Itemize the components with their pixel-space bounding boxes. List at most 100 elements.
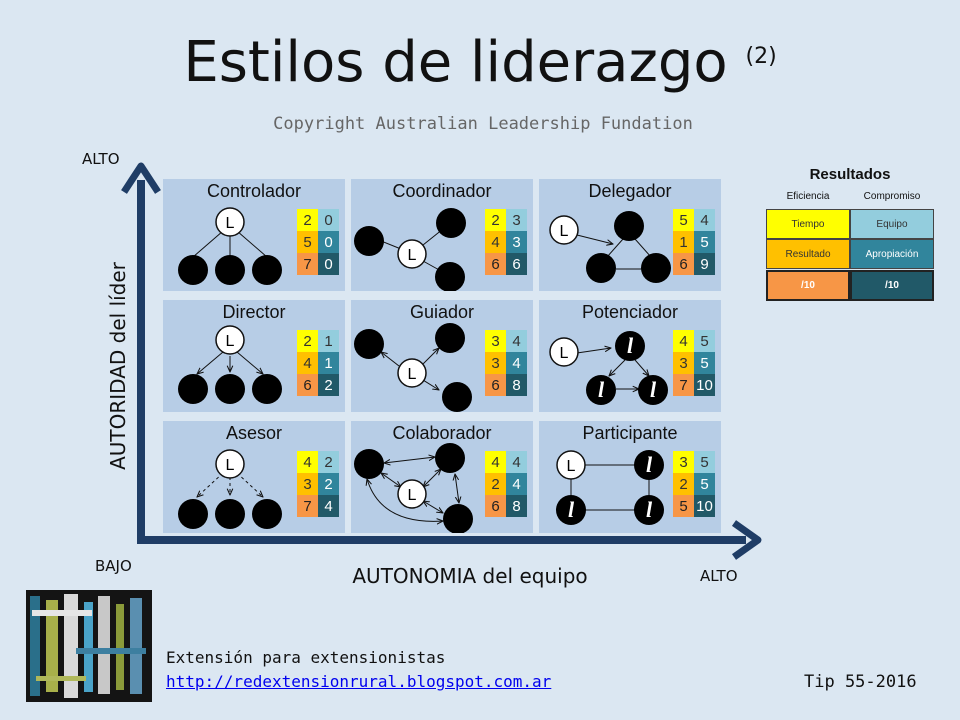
member-node bbox=[354, 329, 384, 359]
member-node bbox=[634, 495, 664, 525]
y-axis-low-label: BAJO bbox=[95, 557, 132, 575]
member-node bbox=[556, 495, 586, 525]
results-tiempo: Tiempo bbox=[766, 209, 850, 239]
copyright-text: Copyright Australian Leadership Fundatio… bbox=[273, 114, 693, 134]
diagram: L bbox=[178, 449, 282, 529]
x-axis-arrowhead bbox=[731, 520, 762, 560]
member-node bbox=[252, 374, 282, 404]
svg-text:l: l bbox=[598, 377, 605, 402]
y-axis-title: AUTORIDAD del líder bbox=[106, 262, 130, 470]
member-node bbox=[178, 499, 208, 529]
svg-text:L: L bbox=[226, 333, 235, 350]
leader-node bbox=[215, 207, 245, 237]
results-resultado: Resultado bbox=[766, 239, 850, 269]
diagram: L bbox=[178, 207, 282, 285]
member-node bbox=[435, 323, 465, 353]
svg-text:l: l bbox=[650, 377, 657, 402]
x-axis-title: AUTONOMIA del equipo bbox=[352, 564, 588, 588]
results-equipo: Equipo bbox=[850, 209, 934, 239]
page-title: Estilos de liderazgo (2) bbox=[183, 30, 777, 95]
member-node bbox=[443, 504, 473, 533]
member-node bbox=[586, 375, 616, 405]
leader-node bbox=[549, 337, 579, 367]
member-node bbox=[252, 499, 282, 529]
member-node bbox=[615, 331, 645, 361]
member-node bbox=[354, 226, 384, 256]
results-col-compromiso: Compromiso bbox=[863, 191, 921, 202]
member-node bbox=[215, 255, 245, 285]
y-axis-arrowhead bbox=[121, 162, 161, 194]
svg-text:L: L bbox=[408, 366, 417, 383]
results-total-eficiencia: /10 bbox=[766, 270, 850, 301]
member-node bbox=[634, 450, 664, 480]
svg-text:L: L bbox=[567, 458, 576, 475]
member-node bbox=[435, 262, 465, 291]
member-node bbox=[215, 499, 245, 529]
leader-node bbox=[397, 239, 427, 269]
diagram: L bbox=[178, 325, 282, 404]
diagram: L bbox=[354, 323, 472, 412]
svg-text:L: L bbox=[226, 457, 235, 474]
footer-text: Extensión para extensionistas bbox=[166, 648, 446, 667]
results-col-eficiencia: Eficiencia bbox=[786, 191, 830, 202]
x-axis-high-label: ALTO bbox=[700, 567, 738, 585]
diagram: L bbox=[354, 208, 466, 291]
member-node bbox=[215, 374, 245, 404]
member-node bbox=[252, 255, 282, 285]
style-name: Delegador bbox=[588, 181, 672, 201]
style-name: Coordinador bbox=[392, 181, 492, 201]
svg-text:l: l bbox=[627, 333, 634, 358]
svg-text:l: l bbox=[646, 452, 653, 477]
results-title: Resultados bbox=[809, 166, 891, 183]
y-axis-high-label: ALTO bbox=[82, 150, 120, 168]
member-node bbox=[442, 382, 472, 412]
style-name: Controlador bbox=[206, 181, 302, 201]
word-cloud-logo bbox=[26, 590, 152, 702]
svg-text:l: l bbox=[646, 497, 653, 522]
diagram: L l l l bbox=[556, 450, 664, 525]
style-name: Potenciador bbox=[581, 302, 679, 322]
leader-node bbox=[549, 215, 579, 245]
results-total-compromiso: /10 bbox=[850, 270, 934, 301]
blog-link[interactable]: http://redextensionrural.blogspot.com.ar bbox=[166, 672, 552, 691]
leader-node bbox=[397, 479, 427, 509]
member-node bbox=[614, 211, 644, 241]
diagram: L bbox=[354, 443, 473, 533]
tip-label: Tip 55-2016 bbox=[804, 672, 917, 692]
member-node bbox=[435, 443, 465, 473]
style-name: Colaborador bbox=[392, 423, 492, 443]
svg-text:L: L bbox=[408, 247, 417, 264]
diagram: L l l l bbox=[549, 331, 668, 405]
svg-text:L: L bbox=[560, 223, 569, 240]
diagram: L bbox=[549, 211, 671, 283]
member-node bbox=[641, 253, 671, 283]
member-node bbox=[354, 449, 384, 479]
title-suffix: (2) bbox=[745, 44, 777, 69]
member-node bbox=[436, 208, 466, 238]
member-node bbox=[638, 375, 668, 405]
results-apropiacion: Apropiación bbox=[850, 239, 934, 269]
style-name: Participante bbox=[582, 423, 678, 443]
leader-node bbox=[397, 358, 427, 388]
svg-text:L: L bbox=[408, 487, 417, 504]
member-node bbox=[178, 374, 208, 404]
leader-node bbox=[215, 449, 245, 479]
member-node bbox=[586, 253, 616, 283]
member-node bbox=[178, 255, 208, 285]
